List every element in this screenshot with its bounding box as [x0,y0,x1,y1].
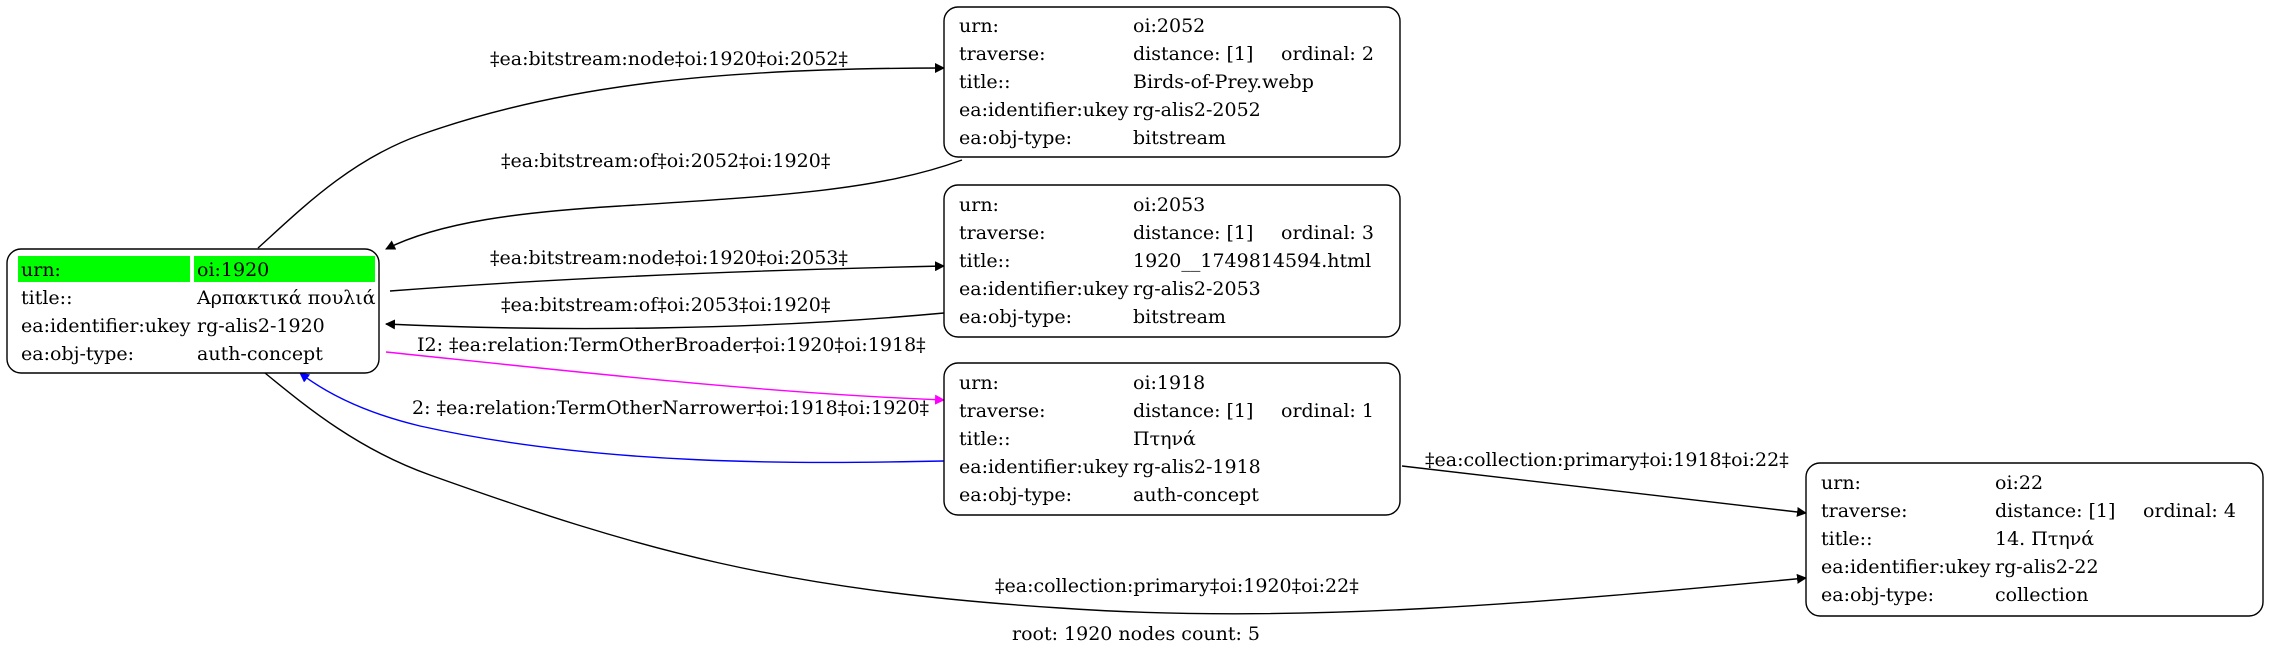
edge-label: ‡ea:collection:primary‡oi:1920‡oi:22‡ [995,575,1359,597]
row-key: title:: [959,250,1010,272]
row-value: 1920__1749814594.html [1133,250,1371,272]
edge-label: 2: ‡ea:relation:TermOtherNarrower‡oi:191… [412,397,929,419]
row-value: distance: [1] [1133,400,1253,422]
edge-label: ‡ea:bitstream:of‡oi:2052‡oi:1920‡ [501,150,830,172]
node-frame [943,362,1401,516]
node-oi-2052[interactable]: urn: oi:2052 traverse: distance: [1] ord… [943,6,1401,158]
row-extra: ordinal: 1 [1281,400,1374,422]
node-oi-22[interactable]: urn: oi:22 traverse: distance: [1] ordin… [1805,462,2264,617]
row-value: bitstream [1133,306,1226,328]
row-value: rg-alis2-1918 [1133,456,1261,478]
row-key: urn: [959,15,999,37]
row-extra: ordinal: 2 [1281,43,1374,65]
highlight-value-cell [194,256,375,282]
node-oi-1920[interactable]: urn: oi:1920 title:: Αρπακτικά πουλιά ea… [6,248,380,374]
row-value: Αρπακτικά πουλιά [196,287,376,309]
row-key: traverse: [1821,500,1908,522]
row-key: ea:obj-type: [959,306,1072,328]
row-extra: ordinal: 4 [2143,500,2236,522]
node-frame [943,6,1401,158]
row-value: Birds-of-Prey.webp [1133,71,1314,93]
row-value: rg-alis2-1920 [197,315,325,337]
row-key: traverse: [959,43,1046,65]
row-key: ea:identifier:ukey [21,315,191,337]
row-value: rg-alis2-2052 [1133,99,1261,121]
highlight-key-cell [18,256,190,282]
row-key: urn: [1821,472,1861,494]
row-key: traverse: [959,222,1046,244]
edge-term-other-broader: I2: ‡ea:relation:TermOtherBroader‡oi:192… [385,334,945,405]
row-key: urn: [21,259,61,281]
row-value: 14. Πτηνά [1995,528,2094,550]
edge-bitstream-node-2053: ‡ea:bitstream:node‡oi:1920‡oi:2053‡ [389,247,945,292]
edge-label: ‡ea:collection:primary‡oi:1918‡oi:22‡ [1425,449,1789,471]
row-value: rg-alis2-2053 [1133,278,1261,300]
row-value: auth-concept [197,343,323,365]
edge-label: ‡ea:bitstream:of‡oi:2053‡oi:1920‡ [501,294,830,316]
edge-bitstream-of-2053: ‡ea:bitstream:of‡oi:2053‡oi:1920‡ [385,294,945,330]
graph-caption: root: 1920 nodes count: 5 [1012,623,1260,645]
node-oi-1918[interactable]: urn: oi:1918 traverse: distance: [1] ord… [943,362,1401,516]
row-key: title:: [1821,528,1872,550]
row-key: ea:identifier:ukey [959,99,1129,121]
edge-label: I2: ‡ea:relation:TermOtherBroader‡oi:192… [417,334,926,356]
edge-bitstream-of-2052: ‡ea:bitstream:of‡oi:2052‡oi:1920‡ [385,150,963,250]
row-value: oi:22 [1995,472,2043,494]
row-key: title:: [959,428,1010,450]
row-key: ea:identifier:ukey [959,456,1129,478]
row-value: collection [1995,584,2089,606]
row-value: bitstream [1133,127,1226,149]
row-key: ea:obj-type: [959,484,1072,506]
node-frame [943,184,1401,338]
row-value: distance: [1] [1133,43,1253,65]
row-value: oi:1920 [197,259,269,281]
row-value: distance: [1] [1133,222,1253,244]
row-value: distance: [1] [1995,500,2115,522]
row-key: title:: [959,71,1010,93]
row-key: traverse: [959,400,1046,422]
row-value: oi:1918 [1133,372,1205,394]
node-frame [1805,462,2264,617]
row-key: title:: [21,287,72,309]
row-key: ea:obj-type: [959,127,1072,149]
edge-collection-primary-1918: ‡ea:collection:primary‡oi:1918‡oi:22‡ [1401,449,1807,517]
edge-collection-primary-1920: ‡ea:collection:primary‡oi:1920‡oi:22‡ [264,372,1807,615]
edge-label: ‡ea:bitstream:node‡oi:1920‡oi:2053‡ [490,247,848,269]
row-value: auth-concept [1133,484,1259,506]
row-value: oi:2052 [1133,15,1205,37]
edge-label: ‡ea:bitstream:node‡oi:1920‡oi:2052‡ [490,48,848,70]
row-key: urn: [959,194,999,216]
row-key: urn: [959,372,999,394]
edge-bitstream-node-2052: ‡ea:bitstream:node‡oi:1920‡oi:2052‡ [257,48,945,249]
row-value: oi:2053 [1133,194,1205,216]
node-oi-2053[interactable]: urn: oi:2053 traverse: distance: [1] ord… [943,184,1401,338]
row-key: ea:identifier:ukey [1821,556,1991,578]
row-key: ea:obj-type: [21,343,134,365]
row-value: rg-alis2-22 [1995,556,2099,578]
row-extra: ordinal: 3 [1281,222,1374,244]
row-key: ea:identifier:ukey [959,278,1129,300]
row-key: ea:obj-type: [1821,584,1934,606]
edge-term-other-narrower: 2: ‡ea:relation:TermOtherNarrower‡oi:191… [299,372,945,464]
row-value: Πτηνά [1133,428,1196,450]
